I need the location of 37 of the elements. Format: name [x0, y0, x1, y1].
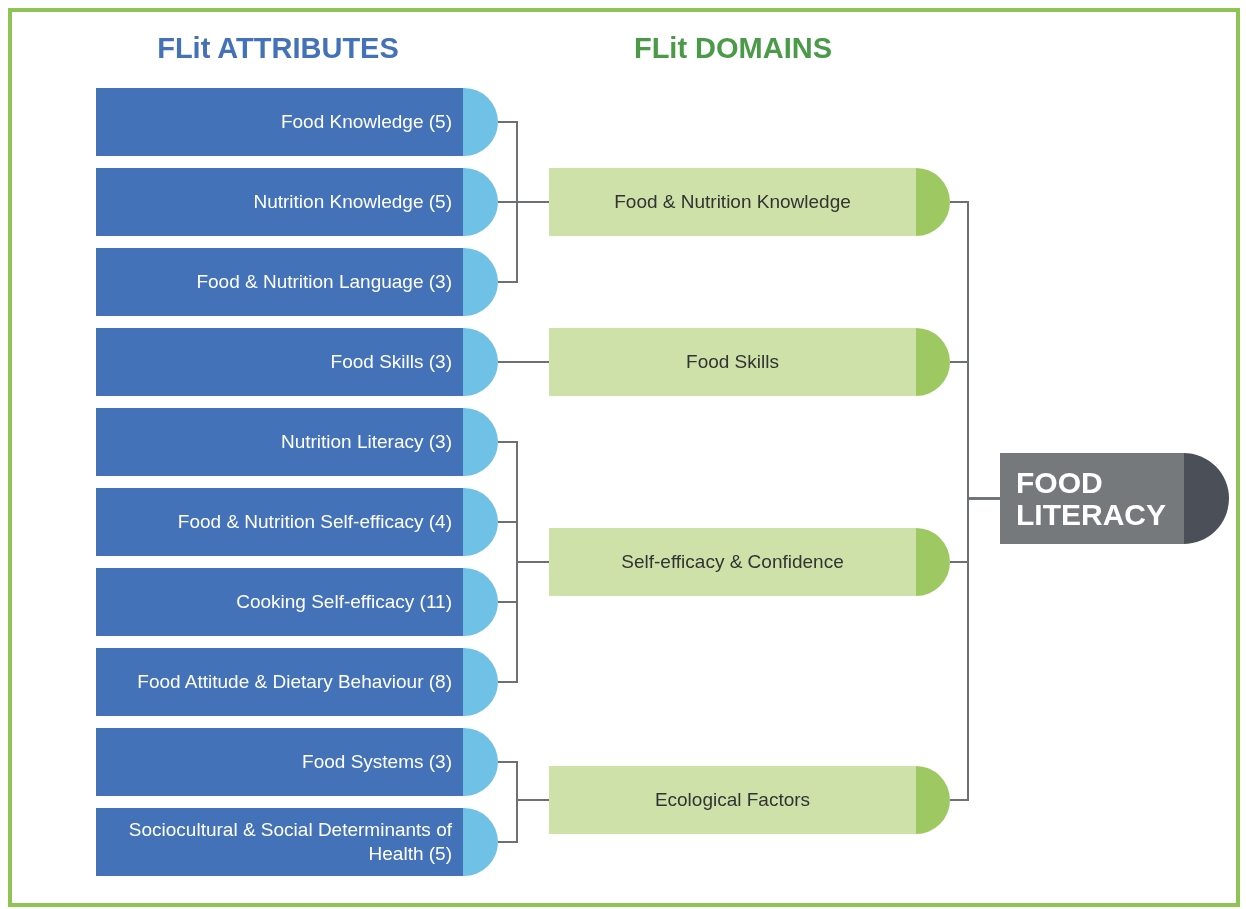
- domain-label: Food & Nutrition Knowledge: [614, 190, 851, 214]
- attribute-label: Food Systems (3): [302, 750, 452, 774]
- attribute-box: [96, 248, 498, 316]
- attribute-box: [96, 328, 498, 396]
- attribute-label: Food & Nutrition Self-efficacy (4): [177, 510, 452, 534]
- domain-box: [549, 168, 950, 236]
- attribute-box: [96, 648, 498, 716]
- attribute-box: [96, 808, 498, 876]
- attribute-label: Food Attitude & Dietary Behaviour (8): [137, 670, 452, 694]
- bracket-connector: [497, 201, 550, 283]
- domain-box: [549, 766, 950, 834]
- attribute-box: [96, 168, 498, 236]
- attribute-box: [96, 568, 498, 636]
- column-heading: FLit ATTRIBUTES: [156, 32, 400, 65]
- domain-box: [549, 328, 950, 396]
- domain-label: Food Skills: [686, 350, 779, 374]
- attribute-box: [96, 408, 498, 476]
- bracket-connector: [949, 497, 1001, 801]
- bracket-connector: [497, 561, 550, 683]
- attribute-label: Food Skills (3): [330, 350, 452, 374]
- food-literacy-box: [1000, 453, 1229, 544]
- bracket-connector: [497, 361, 550, 363]
- attribute-label: Food & Nutrition Language (3): [196, 270, 452, 294]
- attribute-label: Food Knowledge (5): [280, 110, 452, 134]
- attribute-label: Nutrition Knowledge (5): [253, 190, 452, 214]
- food-literacy-label: FOOD LITERACY: [1016, 467, 1166, 530]
- domain-box: [549, 528, 950, 596]
- bracket-connector: [497, 799, 550, 843]
- column-heading: FLit DOMAINS: [632, 32, 834, 65]
- attribute-box: [96, 488, 498, 556]
- attribute-label: Sociocultural & Social Determinants of Health (5): [127, 818, 452, 866]
- attribute-box: [96, 728, 498, 796]
- domain-label: Ecological Factors: [654, 788, 811, 812]
- attribute-label: Cooking Self-efficacy (11): [236, 590, 452, 614]
- attribute-box: [96, 88, 498, 156]
- domain-label: Self-efficacy & Confidence: [621, 550, 844, 574]
- attribute-label: Nutrition Literacy (3): [280, 430, 452, 454]
